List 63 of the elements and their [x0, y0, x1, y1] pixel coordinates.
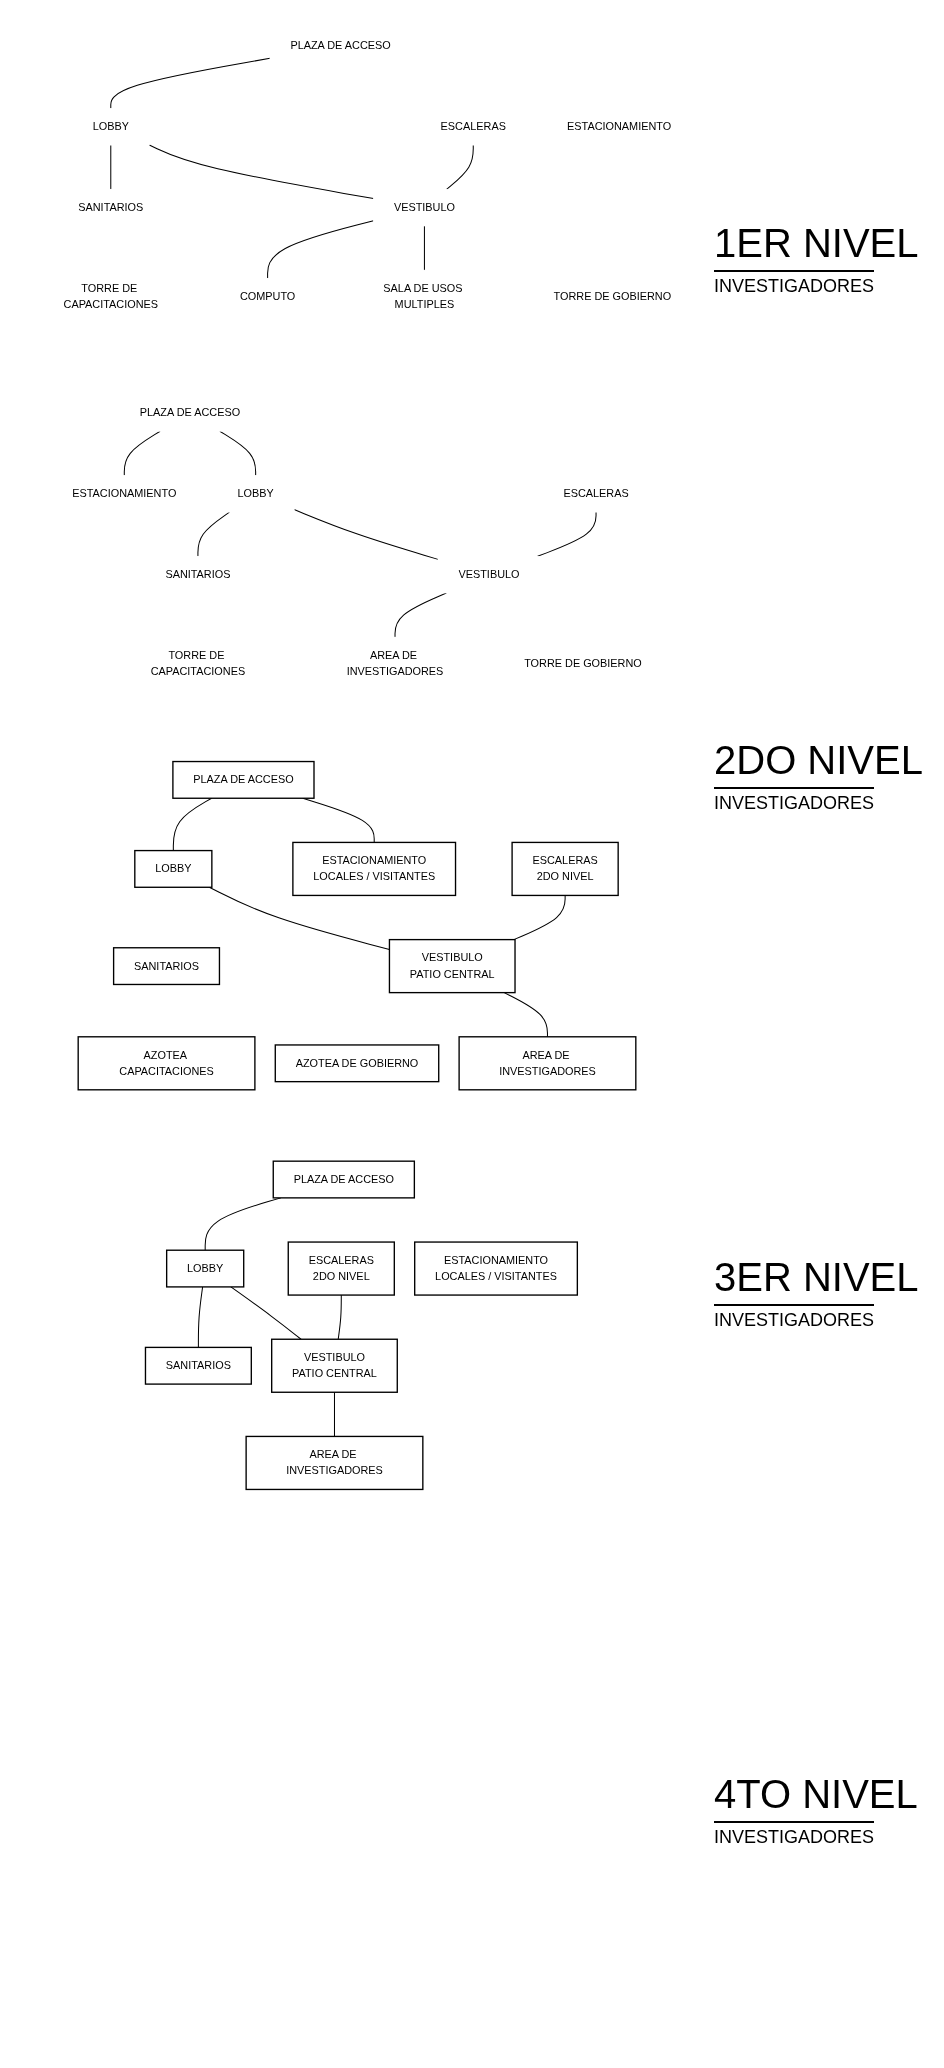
connector	[446, 144, 474, 190]
node-text: LOBBY	[237, 487, 274, 500]
node-box: AZOTEA CAPACITACIONES	[77, 1036, 256, 1091]
connector	[423, 225, 425, 271]
node-box: PLAZA DE ACCESO	[272, 1160, 416, 1199]
connector	[333, 1391, 335, 1437]
connector	[197, 511, 230, 557]
node-box: SANITARIOS	[112, 947, 221, 986]
node-text: LOBBY	[92, 120, 129, 133]
connector	[537, 511, 597, 557]
node-text: TORRE DE GOBIERNO	[553, 290, 672, 303]
level-subtitle: INVESTIGADORES	[714, 269, 875, 297]
node-box: VESTIBULO PATIO CENTRAL	[388, 938, 516, 994]
node-box: AZOTEA DE GOBIERNO	[274, 1044, 440, 1083]
level-heading: 3ER NIVEL	[714, 1254, 920, 1300]
node-box: AREA DE INVESTIGADORES	[458, 1036, 637, 1091]
node-text: ESCALERAS	[440, 120, 506, 133]
connector	[110, 57, 271, 109]
node-text: VESTIBULO	[393, 201, 455, 214]
level-heading: 1ER NIVEL	[714, 220, 920, 266]
node-text: SALA DE USOS MULTIPLES	[383, 282, 463, 311]
node-box: ESTACIONAMIENTO LOCALES / VISITANTES	[414, 1241, 578, 1296]
node-box: ESCALERAS 2DO NIVEL	[511, 841, 619, 897]
connector	[123, 430, 161, 476]
connector	[394, 592, 447, 638]
node-text: TORRE DE CAPACITACIONES	[150, 649, 246, 678]
node-text: COMPUTO	[239, 290, 296, 303]
connector	[197, 1286, 204, 1348]
level-heading: 2DO NIVEL	[714, 737, 924, 783]
node-box: LOBBY	[134, 849, 213, 888]
node-text: ESTACIONAMIENTO	[72, 487, 177, 500]
node-text: PLAZA DE ACCESO	[139, 406, 241, 419]
node-box: ESTACIONAMIENTO LOCALES / VISITANTES	[292, 841, 457, 897]
level-subtitle: INVESTIGADORES	[714, 1303, 875, 1331]
node-box: AREA DE INVESTIGADORES	[245, 1435, 424, 1491]
node-text: PLAZA DE ACCESO	[290, 39, 391, 52]
connector	[267, 220, 375, 279]
node-box: VESTIBULO PATIO CENTRAL	[271, 1338, 398, 1393]
node-box: ESCALERAS 2DO NIVEL	[287, 1241, 395, 1296]
level-heading: 4TO NIVEL	[714, 1771, 919, 1817]
level-subtitle: INVESTIGADORES	[714, 786, 875, 814]
node-text: SANITARIOS	[78, 201, 144, 214]
connector	[219, 430, 257, 476]
node-text: VESTIBULO	[458, 568, 520, 581]
node-text: SANITARIOS	[165, 568, 231, 581]
connector	[503, 992, 548, 1038]
connector	[208, 886, 390, 950]
connector	[230, 1286, 302, 1340]
connector	[337, 1294, 342, 1340]
node-box: LOBBY	[166, 1249, 245, 1288]
connector	[172, 797, 213, 852]
connector	[148, 144, 375, 200]
node-text: AREA DE INVESTIGADORES	[346, 649, 444, 678]
connector	[110, 144, 112, 190]
level-subtitle: INVESTIGADORES	[714, 1820, 875, 1848]
connector	[513, 894, 566, 941]
node-text: TORRE DE CAPACITACIONES	[63, 282, 159, 311]
node-text: TORRE DE GOBIERNO	[524, 657, 642, 670]
node-box: PLAZA DE ACCESO	[172, 760, 315, 799]
connector	[293, 509, 439, 560]
node-text: ESCALERAS	[563, 487, 629, 500]
node-text: ESTACIONAMIENTO	[567, 120, 672, 133]
node-box: SANITARIOS	[144, 1346, 252, 1385]
